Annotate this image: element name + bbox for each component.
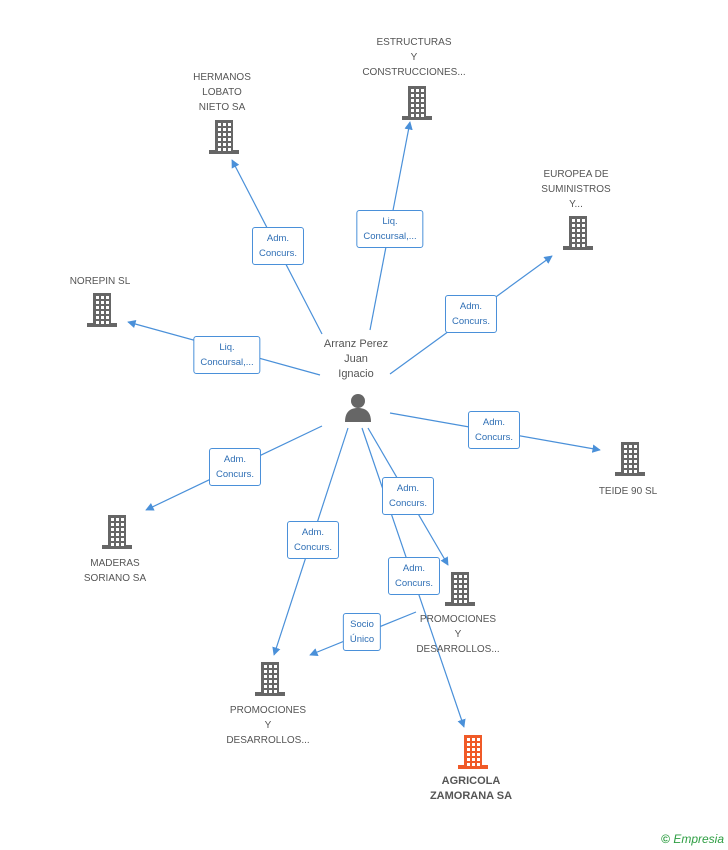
brand-logo: © Empresia — [661, 832, 724, 846]
person-icon[interactable] — [343, 392, 373, 422]
relation-label-center-norepin[interactable]: Liq. Concursal,... — [193, 336, 261, 374]
relation-label-center-promo1[interactable]: Adm. Concurs. — [381, 477, 435, 515]
relation-label-center-teide[interactable]: Adm. Concurs. — [467, 411, 521, 449]
relation-label-center-agricola[interactable]: Adm. Concurs. — [387, 557, 441, 595]
company-name-maderas[interactable]: MADERAS SORIANO SA — [83, 558, 147, 584]
relation-label-center-europea[interactable]: Adm. Concurs. — [444, 295, 498, 333]
relation-label-center-maderas[interactable]: Adm. Concurs. — [208, 448, 262, 486]
building-icon[interactable] — [209, 120, 239, 154]
building-icon[interactable] — [615, 442, 645, 476]
company-name-estructuras[interactable]: ESTRUCTURAS Y CONSTRUCCIONES... — [362, 37, 466, 78]
relation-label-center-hermanos[interactable]: Adm. Concurs. — [251, 227, 305, 265]
building-icon[interactable] — [445, 572, 475, 606]
company-name-promo1[interactable]: PROMOCIONES Y DESARROLLOS... — [416, 614, 500, 655]
relation-label-promo1-promo2[interactable]: Socio Único — [342, 613, 382, 651]
company-name-norepin[interactable]: NOREPIN SL — [69, 276, 131, 287]
relation-label-center-promo2[interactable]: Adm. Concurs. — [286, 521, 340, 559]
company-name-europea[interactable]: EUROPEA DE SUMINISTROS Y... — [541, 169, 611, 210]
company-name-hermanos[interactable]: HERMANOS LOBATO NIETO SA — [193, 72, 251, 113]
building-icon[interactable] — [402, 86, 432, 120]
building-icon[interactable] — [255, 662, 285, 696]
person-name[interactable]: Arranz Perez Juan Ignacio — [323, 338, 389, 380]
company-name-promo2[interactable]: PROMOCIONES Y DESARROLLOS... — [226, 705, 310, 746]
company-name-teide[interactable]: TEIDE 90 SL — [598, 486, 658, 497]
building-icon[interactable] — [458, 735, 488, 769]
relation-label-center-estructuras[interactable]: Liq. Concursal,... — [356, 210, 424, 248]
building-icon[interactable] — [563, 216, 593, 250]
building-icon[interactable] — [102, 515, 132, 549]
building-icon[interactable] — [87, 293, 117, 327]
company-name-agricola[interactable]: AGRICOLA ZAMORANA SA — [429, 775, 513, 802]
